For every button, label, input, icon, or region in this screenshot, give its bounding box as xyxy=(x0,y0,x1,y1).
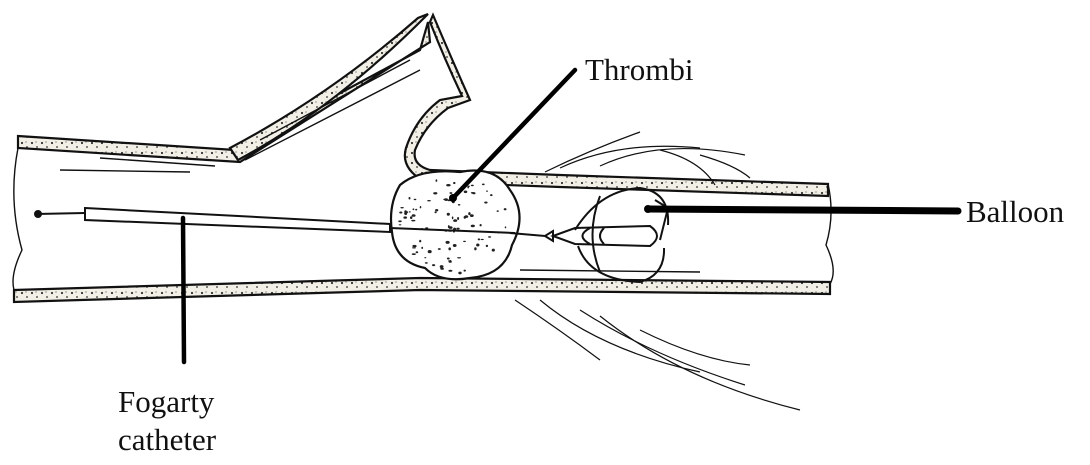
clot-speck xyxy=(432,264,435,266)
balloon-leader-line xyxy=(648,209,958,211)
clot-speck xyxy=(470,214,474,217)
clot-speck xyxy=(435,211,437,213)
clot-speck xyxy=(453,182,455,184)
clot-speck xyxy=(413,208,415,210)
clot-speck xyxy=(481,239,484,240)
thrombi-label: Thrombi xyxy=(585,52,694,87)
clot-speck xyxy=(444,198,448,201)
clot-speck xyxy=(419,240,421,243)
catheter-leader-line xyxy=(183,218,184,362)
clot-speck xyxy=(399,212,402,214)
clot-speck xyxy=(486,245,488,247)
clot-speck xyxy=(504,208,507,210)
clot-speck xyxy=(450,260,452,262)
clot-speck xyxy=(421,247,423,249)
clot-speck xyxy=(449,226,453,229)
clot-speck xyxy=(446,241,450,244)
clot-speck xyxy=(412,253,416,255)
clot-speck xyxy=(486,191,488,192)
clot-speck xyxy=(435,209,438,211)
clot-speck xyxy=(453,219,457,222)
balloon-label: Balloon xyxy=(966,194,1065,229)
clot-speck xyxy=(448,247,451,250)
clot-speck xyxy=(440,268,444,270)
clot-speck xyxy=(476,244,479,247)
clot-speck xyxy=(464,215,468,218)
clot-speck xyxy=(457,257,461,258)
clot-speck xyxy=(414,199,417,200)
catheter-label-line2: catheter xyxy=(118,422,217,457)
clot-speck xyxy=(468,212,470,215)
clot-speck xyxy=(399,224,402,225)
clot-speck xyxy=(412,245,416,247)
clot-speck xyxy=(436,179,438,182)
clot-speck xyxy=(433,192,437,194)
clot-speck xyxy=(482,184,485,186)
clot-speck xyxy=(410,216,412,219)
clot-speck xyxy=(446,184,450,186)
clot-speck xyxy=(427,200,431,201)
clot-speck xyxy=(424,257,426,258)
vessel-wall-upper-left xyxy=(18,22,430,162)
clot-speck xyxy=(463,241,466,242)
clot-speck xyxy=(404,210,407,213)
catheter-label-line1: Fogarty xyxy=(118,384,215,419)
clot-speck xyxy=(471,185,474,187)
vessel-branch-wall xyxy=(230,14,828,196)
clot-speck xyxy=(505,226,507,228)
clot-speck xyxy=(409,211,411,212)
clot-speck xyxy=(457,217,459,220)
clot-speck xyxy=(398,220,402,222)
clot-speck xyxy=(403,216,407,218)
clot-speck xyxy=(412,247,416,248)
clot-speck xyxy=(447,213,450,216)
clot-speck xyxy=(488,236,491,237)
clot-speck xyxy=(458,272,461,275)
clot-speck xyxy=(458,204,461,206)
clot-speck xyxy=(428,250,432,253)
clot-speck xyxy=(478,238,480,240)
clot-speck xyxy=(467,187,469,189)
clot-speck xyxy=(440,265,444,268)
clot-speck xyxy=(464,270,466,272)
clot-speck xyxy=(490,194,493,196)
clot-speck xyxy=(409,197,411,200)
clot-speck xyxy=(456,228,459,230)
clot-speck xyxy=(474,247,476,250)
clot-speck xyxy=(464,191,468,194)
clot-speck xyxy=(484,202,487,204)
clot-speck xyxy=(453,244,457,247)
vessel-wall-lower xyxy=(14,278,830,302)
clot-speck xyxy=(412,214,416,217)
clot-speck xyxy=(471,225,475,228)
clot-speck xyxy=(416,251,419,253)
clot-speck xyxy=(415,209,417,211)
clot-speck xyxy=(492,249,495,252)
thrombus-clot xyxy=(391,170,520,279)
clot-speck xyxy=(452,216,454,219)
balloon-tip xyxy=(553,188,668,282)
clot-speck xyxy=(480,224,482,226)
clot-speck xyxy=(411,220,415,222)
clot-speck xyxy=(438,248,441,250)
clot-speck xyxy=(425,262,428,264)
clot-speck xyxy=(497,210,499,212)
clot-speck xyxy=(420,206,422,208)
clot-speck xyxy=(449,192,452,194)
clot-speck xyxy=(448,270,452,272)
clot-speck xyxy=(447,258,450,260)
clot-speck xyxy=(471,192,474,194)
clot-speck xyxy=(400,207,403,208)
